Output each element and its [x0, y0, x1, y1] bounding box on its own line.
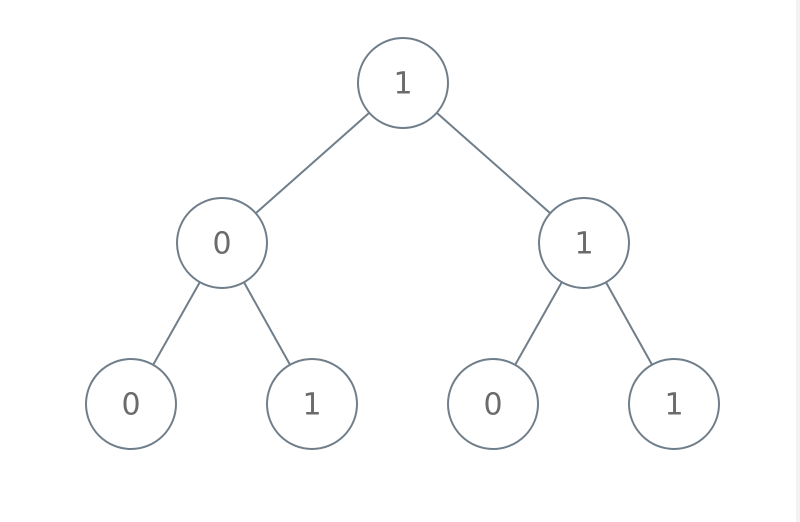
tree-node-n4: 1	[266, 358, 358, 450]
node-value-label: 0	[212, 227, 231, 262]
tree-node-n5: 0	[447, 358, 539, 450]
node-circle	[357, 37, 449, 129]
right-edge-strip	[796, 0, 800, 522]
node-circle	[447, 358, 539, 450]
tree-node-n1: 0	[176, 197, 268, 289]
node-circle	[628, 358, 720, 450]
tree-edge-n1-n3	[152, 281, 201, 366]
node-value-label: 0	[483, 388, 502, 423]
nodes-layer: 1 0 1 0 1 0 1	[85, 37, 720, 450]
edges-layer	[152, 112, 653, 366]
tree-edge-n2-n5	[514, 281, 563, 366]
tree-edge-n2-n6	[605, 281, 653, 366]
node-circle	[266, 358, 358, 450]
tree-edge-n0-n1	[255, 112, 370, 214]
node-value-label: 1	[393, 67, 412, 102]
tree-node-n0: 1	[357, 37, 449, 129]
node-value-label: 1	[664, 388, 683, 423]
tree-node-n6: 1	[628, 358, 720, 450]
node-circle	[176, 197, 268, 289]
tree-node-n2: 1	[538, 197, 630, 289]
node-circle	[538, 197, 630, 289]
node-value-label: 1	[574, 227, 593, 262]
tree-edge-n1-n4	[243, 281, 291, 366]
node-value-label: 1	[302, 388, 321, 423]
node-value-label: 0	[121, 388, 140, 423]
tree-edge-n0-n2	[436, 112, 551, 214]
node-circle	[85, 358, 177, 450]
tree-node-n3: 0	[85, 358, 177, 450]
